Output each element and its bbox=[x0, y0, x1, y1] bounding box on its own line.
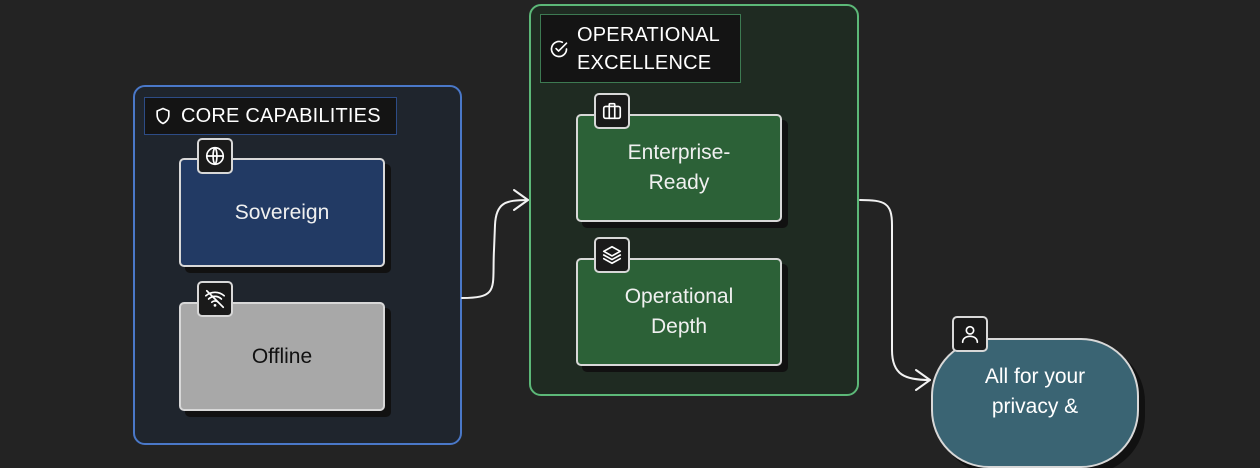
briefcase-icon bbox=[602, 102, 622, 120]
operational-depth-node: Operational Depth bbox=[576, 258, 782, 366]
core-capabilities-label: CORE CAPABILITIES bbox=[144, 97, 397, 135]
operational-excellence-label: OPERATIONAL EXCELLENCE bbox=[540, 14, 741, 83]
operational-depth-line1: Operational bbox=[624, 285, 734, 308]
enterprise-ready-node: Enterprise- Ready bbox=[576, 114, 782, 222]
offline-node: Offline bbox=[179, 302, 385, 411]
privacy-goal-badge bbox=[952, 316, 988, 352]
enterprise-ready-line1: Enterprise- bbox=[627, 141, 731, 164]
sovereign-badge bbox=[197, 138, 233, 174]
offline-label: Offline bbox=[251, 344, 313, 368]
operational-depth-line2: Depth bbox=[650, 315, 708, 338]
sovereign-label: Sovereign bbox=[234, 200, 330, 224]
enterprise-ready-badge bbox=[594, 93, 630, 129]
operational-excellence-title-line2: EXCELLENCE bbox=[577, 51, 712, 74]
operational-depth-badge bbox=[594, 237, 630, 273]
privacy-goal-line1: All for your bbox=[984, 365, 1086, 388]
layers-icon bbox=[602, 245, 622, 265]
shield-icon bbox=[156, 107, 170, 125]
wifi-off-icon bbox=[205, 289, 225, 309]
operational-excellence-title-line1: OPERATIONAL bbox=[577, 23, 720, 46]
check-circle-icon bbox=[550, 40, 568, 57]
sovereign-node: Sovereign bbox=[179, 158, 385, 267]
core-capabilities-title: CORE CAPABILITIES bbox=[181, 104, 381, 127]
globe-icon bbox=[205, 146, 225, 166]
privacy-goal-node: All for your privacy & bbox=[931, 338, 1139, 468]
edge-layer bbox=[461, 189, 931, 391]
arrowhead-operational-to-goal bbox=[915, 369, 931, 391]
edge-core-to-operational bbox=[461, 199, 529, 299]
arrowhead-core-to-operational bbox=[513, 189, 529, 211]
privacy-goal-line2: privacy & bbox=[991, 395, 1079, 418]
user-icon bbox=[961, 325, 979, 344]
offline-badge bbox=[197, 281, 233, 317]
enterprise-ready-line2: Ready bbox=[648, 171, 710, 194]
edge-operational-to-goal bbox=[859, 199, 931, 381]
